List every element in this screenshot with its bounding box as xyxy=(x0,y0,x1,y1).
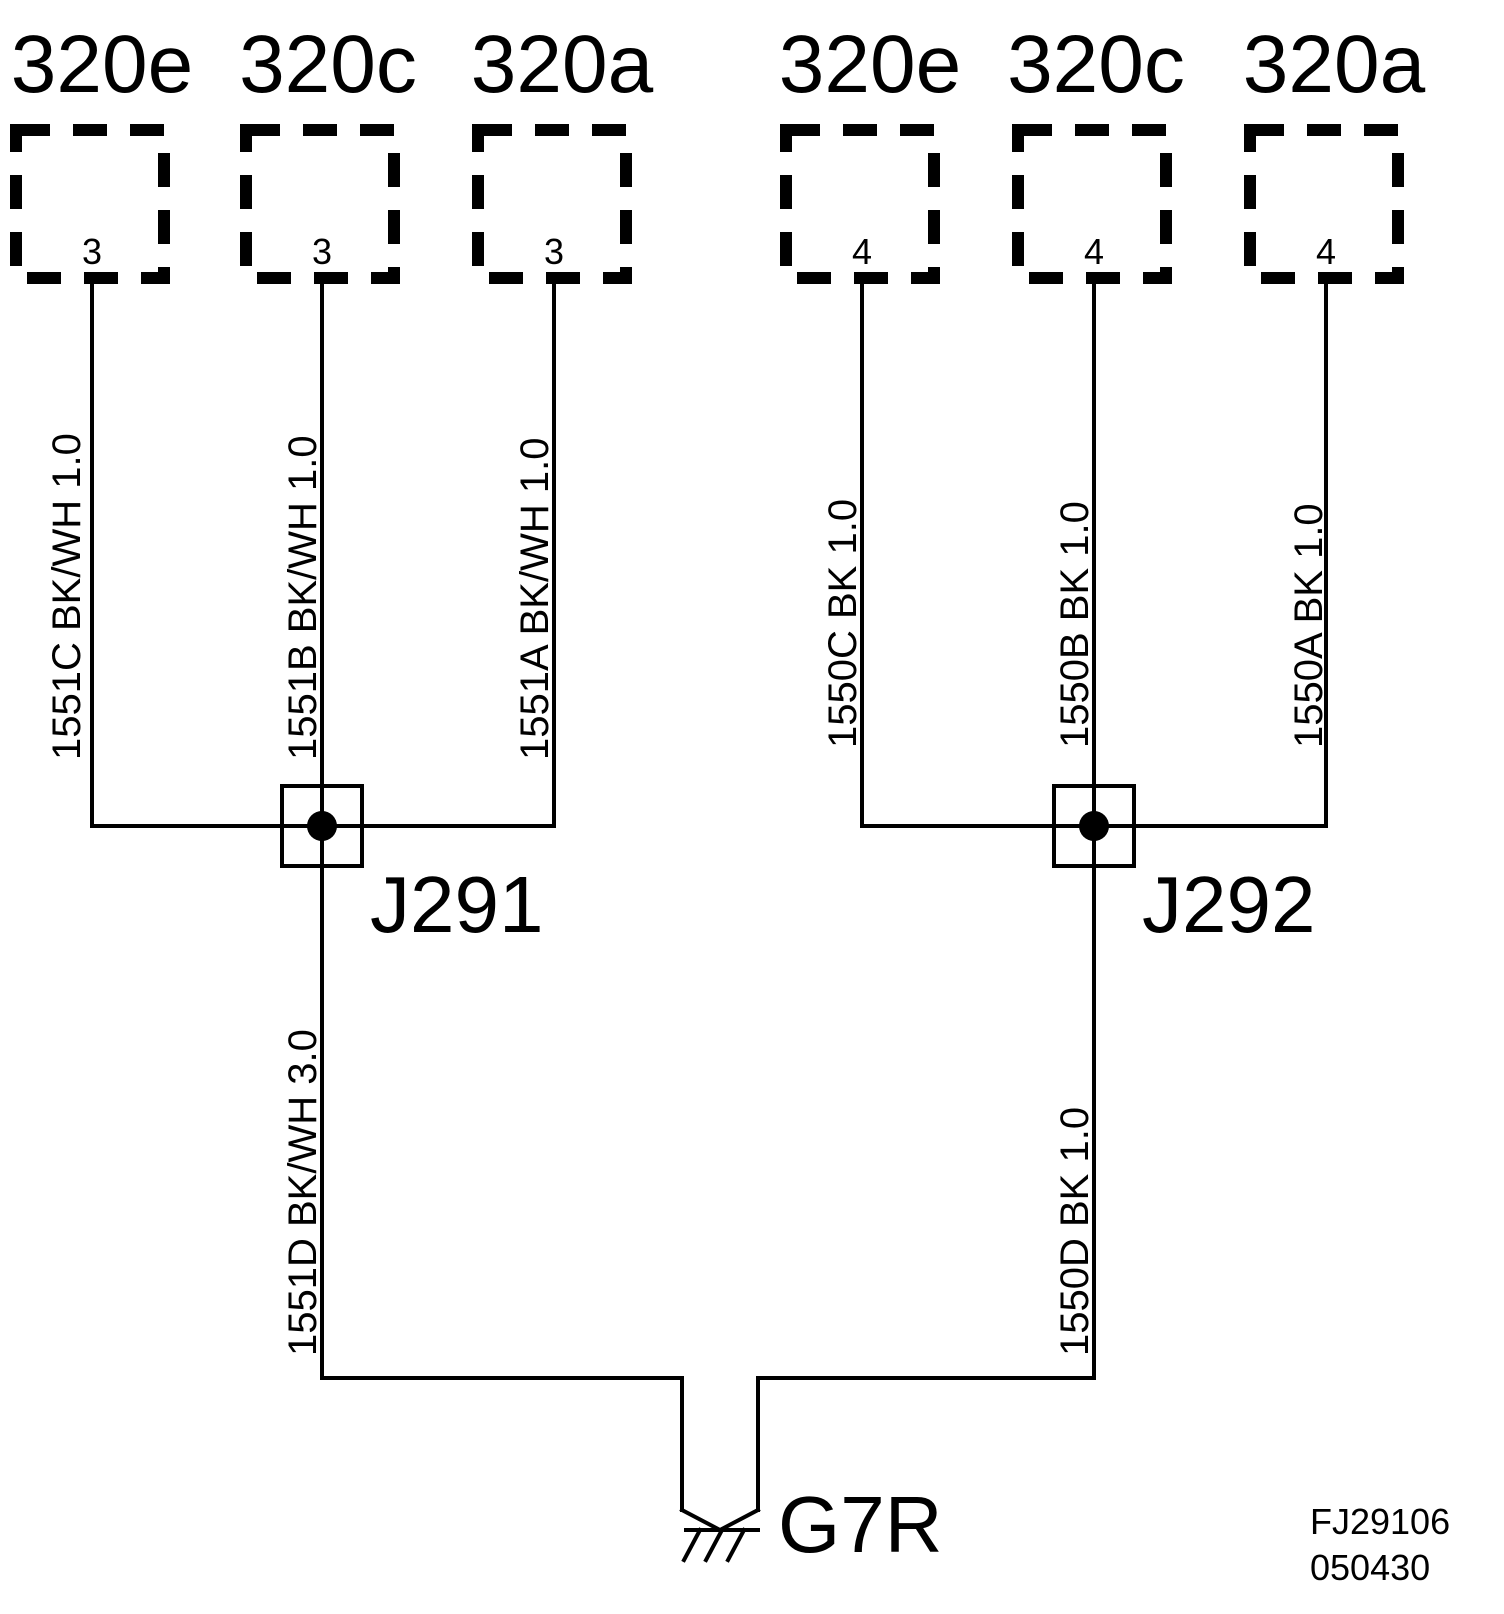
connector-label: 320e xyxy=(779,19,961,110)
connector-label: 320a xyxy=(1243,19,1426,110)
splice-j291: J291 xyxy=(280,784,543,949)
ground-hatch xyxy=(703,1527,725,1563)
wire-size: 3.0 xyxy=(281,1029,325,1085)
wire-color: BK/WH xyxy=(281,1096,325,1227)
ground-hatch xyxy=(681,1527,703,1563)
svg-text:1550B BK 1.0: 1550B BK 1.0 xyxy=(1053,501,1097,748)
svg-text:1551A BK/WH 1.0: 1551A BK/WH 1.0 xyxy=(513,438,557,760)
wire-color: BK xyxy=(1287,570,1331,624)
connector-label: 320a xyxy=(471,19,654,110)
connector-320c-left: 320c 3 xyxy=(239,19,417,284)
wire-size: 1.0 xyxy=(281,435,325,491)
circuit-number: 1550C xyxy=(821,630,865,748)
wire-color: BK xyxy=(821,565,865,619)
splice-label: J291 xyxy=(370,860,543,949)
connector-label: 320e xyxy=(11,19,193,110)
connector-320e-right: 320e 4 xyxy=(779,19,961,284)
reference-line-1: FJ29106 xyxy=(1310,1501,1450,1542)
wire-color: BK xyxy=(1053,568,1097,622)
wire-1551d xyxy=(320,824,684,1512)
wire-1550a xyxy=(1092,278,1328,828)
wire-label-1551d: 1551D BK/WH 3.0 xyxy=(281,1029,325,1356)
connector-label: 320c xyxy=(239,19,417,110)
connector-320a-right: 320a 4 xyxy=(1243,19,1426,284)
wire-size: 1.0 xyxy=(45,433,89,489)
svg-text:1550A BK 1.0: 1550A BK 1.0 xyxy=(1287,503,1331,748)
wire-1550c xyxy=(860,278,1096,828)
circuit-number: 1550D xyxy=(1053,1238,1097,1356)
pin-label: 3 xyxy=(544,231,564,272)
pin-label: 3 xyxy=(82,231,102,272)
wire-label-1550a: 1550A BK 1.0 xyxy=(1287,503,1331,748)
wire-label-1550b: 1550B BK 1.0 xyxy=(1053,501,1097,748)
ground-hatch xyxy=(725,1527,747,1563)
svg-text:1551C BK/WH 1.0: 1551C BK/WH 1.0 xyxy=(45,433,89,760)
svg-text:1550C BK 1.0: 1550C BK 1.0 xyxy=(821,499,865,748)
reference-code: FJ29106 050430 xyxy=(1310,1501,1450,1588)
connector-320a-left: 320a 3 xyxy=(471,19,654,284)
pin-label: 3 xyxy=(312,231,332,272)
svg-text:1551B BK/WH 1.0: 1551B BK/WH 1.0 xyxy=(281,435,325,760)
wire-size: 1.0 xyxy=(1287,503,1331,559)
wire-size: 1.0 xyxy=(821,499,865,555)
splice-j292: J292 xyxy=(1052,784,1315,949)
svg-text:1551D BK/WH 3.0: 1551D BK/WH 3.0 xyxy=(281,1029,325,1356)
wire-color: BK/WH xyxy=(513,504,557,635)
wire-color: BK xyxy=(1053,1173,1097,1227)
wire-label-1551b: 1551B BK/WH 1.0 xyxy=(281,435,325,760)
splice-label: J292 xyxy=(1142,860,1315,949)
circuit-number: 1551A xyxy=(513,644,557,760)
circuit-number: 1550A xyxy=(1287,632,1331,748)
pin-label: 4 xyxy=(852,231,872,272)
wire-label-1551c: 1551C BK/WH 1.0 xyxy=(45,433,89,760)
wire-1550d xyxy=(756,824,1096,1512)
wire-color: BK/WH xyxy=(281,502,325,633)
wire-label-1551a: 1551A BK/WH 1.0 xyxy=(513,438,557,760)
wire-1551a xyxy=(320,278,556,828)
wire-size: 1.0 xyxy=(1053,501,1097,557)
circuit-number: 1551C xyxy=(45,642,89,760)
ground-junction xyxy=(679,1507,761,1533)
pin-label: 4 xyxy=(1084,231,1104,272)
wire-color: BK/WH xyxy=(45,500,89,631)
connector-label: 320c xyxy=(1007,19,1185,110)
connector-320c-right: 320c 4 xyxy=(1007,19,1185,284)
wire-size: 1.0 xyxy=(1053,1107,1097,1163)
reference-line-2: 050430 xyxy=(1310,1547,1430,1588)
circuit-number: 1551D xyxy=(281,1238,325,1356)
circuit-number: 1551B xyxy=(281,644,325,760)
ground-label: G7R xyxy=(778,1480,943,1569)
wire-label-1550d: 1550D BK 1.0 xyxy=(1053,1107,1097,1356)
circuit-number: 1550B xyxy=(1053,632,1097,748)
svg-text:1550D BK 1.0: 1550D BK 1.0 xyxy=(1053,1107,1097,1356)
ground-g7r: G7R xyxy=(679,1480,943,1569)
wire-label-1550c: 1550C BK 1.0 xyxy=(821,499,865,748)
pin-label: 4 xyxy=(1316,231,1336,272)
wire-size: 1.0 xyxy=(513,438,557,494)
connector-320e-left: 320e 3 xyxy=(10,19,193,284)
wire-1551c xyxy=(90,278,324,828)
